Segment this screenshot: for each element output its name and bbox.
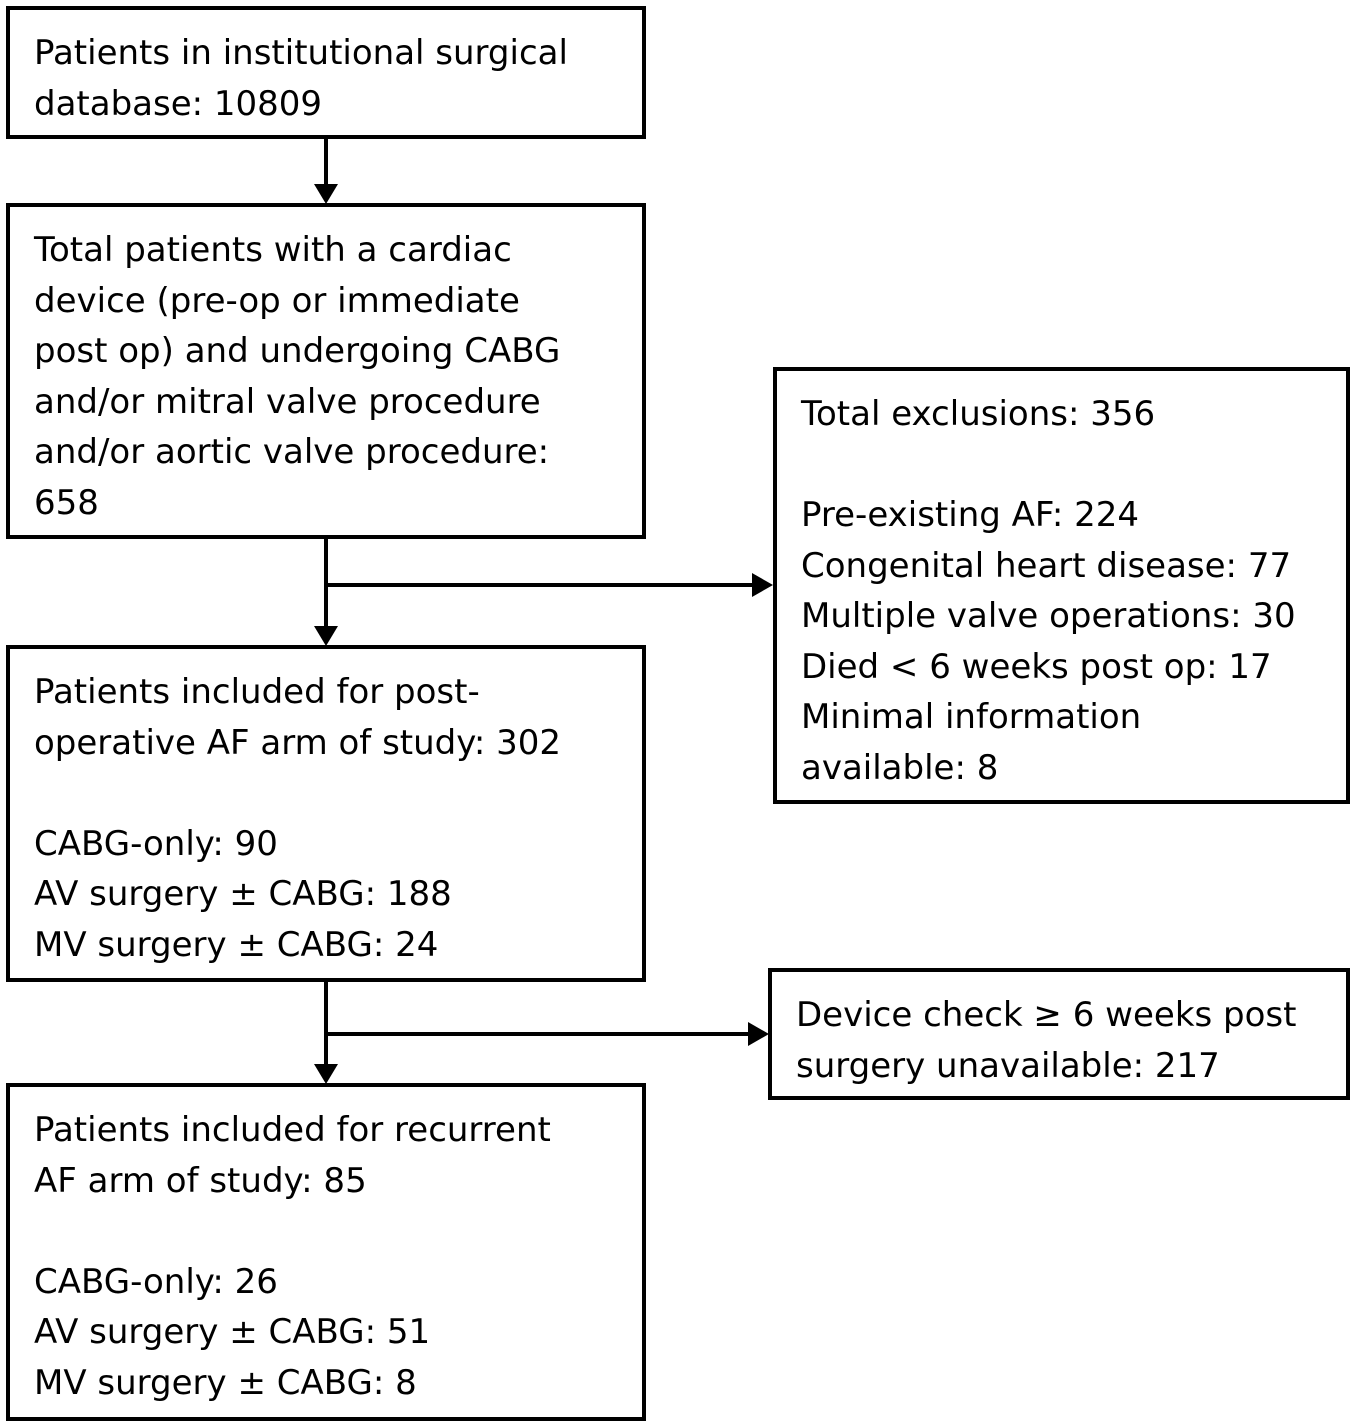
breakdown-item: AV surgery ± CABG: 188 — [34, 874, 452, 914]
exclusion-item: available: 8 — [801, 747, 999, 788]
breakdown-item: MV surgery ± CABG: 24 — [34, 924, 439, 965]
box-line: Total patients with a cardiac — [34, 230, 512, 270]
exclusions-title: Total exclusions: 356 — [801, 394, 1156, 434]
box-line: and/or aortic valve procedure: — [34, 432, 550, 472]
device-check-box: Device check ≥ 6 weeks post surgery unav… — [768, 968, 1350, 1100]
exclusion-item: Congenital heart disease: 77 — [801, 545, 1292, 586]
arrowhead-total — [314, 184, 338, 204]
box-line: AF arm of study: 85 — [34, 1160, 367, 1201]
exclusions-box: Total exclusions: 356 Pre-existing AF: 2… — [773, 367, 1350, 804]
arrowhead-device-check — [748, 1022, 769, 1046]
box-line: 658 — [34, 482, 99, 523]
postop-af-box: Patients included for post- operative AF… — [6, 645, 646, 982]
total-patients-box: Total patients with a cardiac device (pr… — [6, 203, 646, 539]
box-line: Patients included for recurrent — [34, 1110, 551, 1150]
exclusion-item: Pre-existing AF: 224 — [801, 495, 1139, 535]
recurrent-af-box: Patients included for recurrent AF arm o… — [6, 1083, 646, 1421]
exclusion-item: Multiple valve operations: 30 — [801, 596, 1296, 636]
arrowhead-exclusions — [752, 573, 773, 597]
box-line: and/or mitral valve procedure — [34, 381, 541, 422]
box-line: database: 10809 — [34, 83, 323, 124]
exclusion-item: Died < 6 weeks post op: 17 — [801, 646, 1272, 687]
box-line: device (pre-op or immediate — [34, 280, 520, 321]
box-line: Device check ≥ 6 weeks post — [796, 995, 1297, 1035]
box-line: operative AF arm of study: 302 — [34, 722, 562, 763]
breakdown-item: CABG-only: 26 — [34, 1261, 278, 1302]
arrowhead-postop — [314, 626, 338, 646]
breakdown-item: MV surgery ± CABG: 8 — [34, 1362, 417, 1403]
box-line: surgery unavailable: 217 — [796, 1045, 1220, 1086]
exclusion-item: Minimal information — [801, 697, 1142, 737]
arrowhead-recurrent — [314, 1064, 338, 1084]
box-line: post op) and undergoing CABG — [34, 331, 561, 371]
box-line: Patients included for post- — [34, 672, 480, 712]
database-box: Patients in institutional surgical datab… — [6, 6, 646, 139]
box-line: Patients in institutional surgical — [34, 33, 568, 73]
breakdown-item: AV surgery ± CABG: 51 — [34, 1312, 431, 1352]
breakdown-item: CABG-only: 90 — [34, 823, 278, 864]
